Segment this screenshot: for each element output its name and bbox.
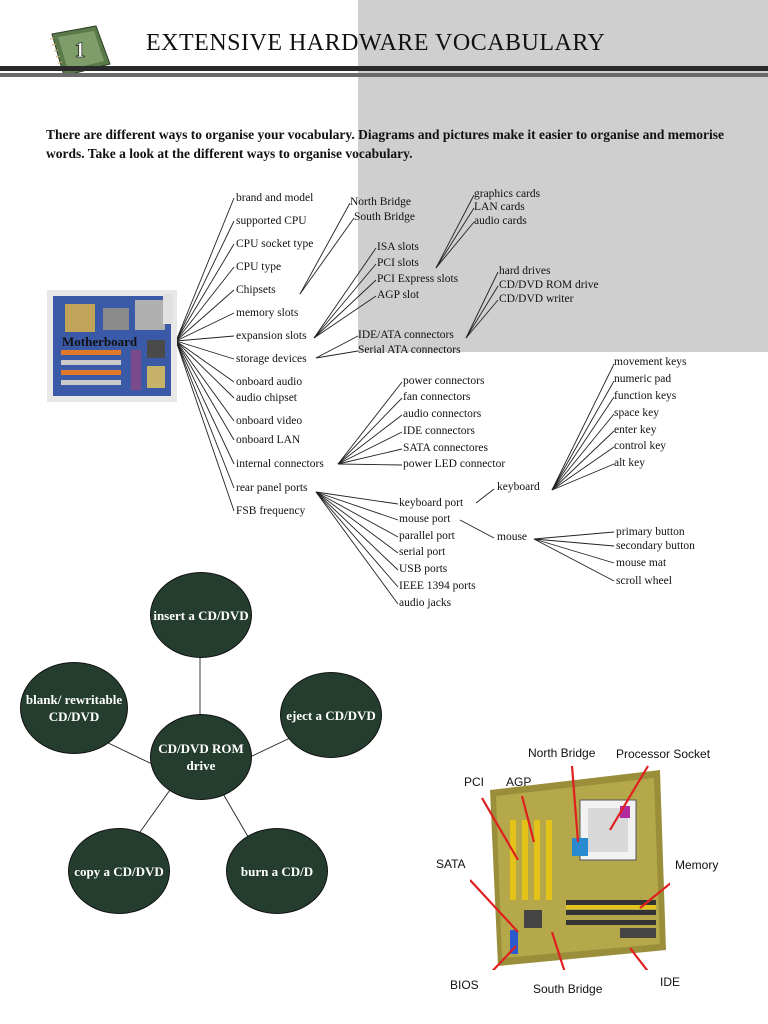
key-label: numeric pad — [614, 373, 672, 385]
photo-label-north-bridge: North Bridge — [528, 746, 596, 760]
slot-label: PCI slots — [377, 257, 419, 269]
branch-label: audio chipset — [236, 392, 297, 404]
branch-label: expansion slots — [236, 330, 307, 342]
card-label: graphics cards — [474, 188, 541, 200]
key-label: space key — [614, 407, 660, 419]
page-title: EXTENSIVE HARDWARE VOCABULARY — [146, 30, 606, 56]
branch-label: onboard audio — [236, 376, 303, 388]
branch-label: FSB frequency — [236, 505, 306, 517]
mindmap-node-blank: blank/ rewritable CD/DVD — [20, 662, 128, 754]
header-rule — [0, 66, 768, 71]
port-label: serial port — [399, 546, 446, 558]
chipset-label: North Bridge — [350, 196, 412, 208]
motherboard-photo — [470, 765, 670, 970]
branch-label: rear panel ports — [236, 482, 308, 494]
slot-label: AGP slot — [377, 289, 420, 301]
photo-label-processor-socket: Processor Socket — [616, 747, 711, 761]
mindmap-node-eject: eject a CD/DVD — [280, 672, 382, 758]
mouse-item-label: mouse mat — [616, 557, 667, 569]
key-label: alt key — [614, 457, 645, 469]
connector-label: audio connectors — [403, 408, 482, 420]
mouse-label: mouse — [497, 531, 528, 543]
photo-label-pci: PCI — [464, 775, 485, 789]
photo-label-sata: SATA — [436, 857, 466, 871]
mindmap-center: CD/DVD ROM drive — [150, 714, 252, 800]
port-label: mouse port — [399, 513, 451, 525]
branch-label: brand and model — [236, 192, 314, 204]
storage-label: IDE/ATA connectors — [358, 329, 454, 341]
port-label: USB ports — [399, 563, 448, 575]
branch-label: memory slots — [236, 307, 299, 319]
section-number: 1 — [75, 37, 86, 62]
branch-label: onboard video — [236, 415, 303, 427]
port-label: keyboard port — [399, 497, 464, 509]
branch-label: Chipsets — [236, 284, 276, 296]
port-label: parallel port — [399, 530, 455, 542]
gray-background-panel — [358, 0, 768, 352]
header-rule-secondary — [0, 73, 768, 77]
mindmap-node-copy: copy a CD/DVD — [68, 828, 170, 914]
cpu-chip-icon: 1 — [49, 25, 111, 77]
key-label: control key — [614, 440, 667, 452]
mindmap-node-burn: burn a CD/D — [226, 828, 328, 914]
photo-label-agp: AGP — [506, 775, 532, 789]
mindmap-node-insert: insert a CD/DVD — [150, 572, 252, 658]
key-label: function keys — [614, 390, 677, 402]
tree-root-label: Motherboard — [62, 334, 138, 349]
photo-label-south-bridge: South Bridge — [533, 982, 603, 996]
branch-label: storage devices — [236, 353, 307, 365]
connector-label: IDE connectors — [403, 425, 475, 437]
drive-label: CD/DVD ROM drive — [499, 279, 599, 291]
card-label: LAN cards — [474, 201, 525, 213]
mouse-item-label: scroll wheel — [616, 575, 672, 587]
connector-label: SATA connectores — [403, 442, 488, 454]
connector-label: power connectors — [403, 375, 485, 387]
key-label: enter key — [614, 424, 657, 436]
mouse-item-label: primary button — [616, 526, 685, 538]
slot-label: ISA slots — [377, 241, 419, 253]
branch-label: CPU socket type — [236, 238, 314, 250]
branch-label: supported CPU — [236, 215, 307, 227]
port-label: audio jacks — [399, 597, 452, 609]
connector-label: fan connectors — [403, 391, 471, 403]
motherboard-image — [47, 290, 177, 402]
branch-label: onboard LAN — [236, 434, 301, 446]
connector-label: power LED connector — [403, 458, 506, 470]
branch-label: CPU type — [236, 261, 282, 273]
drive-label: hard drives — [499, 265, 551, 277]
branch-label: internal connectors — [236, 458, 324, 470]
drive-label: CD/DVD writer — [499, 293, 574, 305]
keyboard-label: keyboard — [497, 481, 540, 493]
photo-label-ide: IDE — [660, 975, 681, 989]
storage-label: Serial ATA connectors — [358, 344, 461, 356]
card-label: audio cards — [474, 215, 527, 227]
port-label: IEEE 1394 ports — [399, 580, 476, 592]
mouse-item-label: secondary button — [616, 540, 695, 552]
photo-label-memory: Memory — [675, 858, 719, 872]
chipset-label: South Bridge — [354, 211, 416, 223]
slot-label: PCI Express slots — [377, 273, 459, 285]
photo-label-bios: BIOS — [450, 978, 479, 992]
intro-paragraph: There are different ways to organise you… — [46, 127, 724, 161]
key-label: movement keys — [614, 356, 687, 368]
